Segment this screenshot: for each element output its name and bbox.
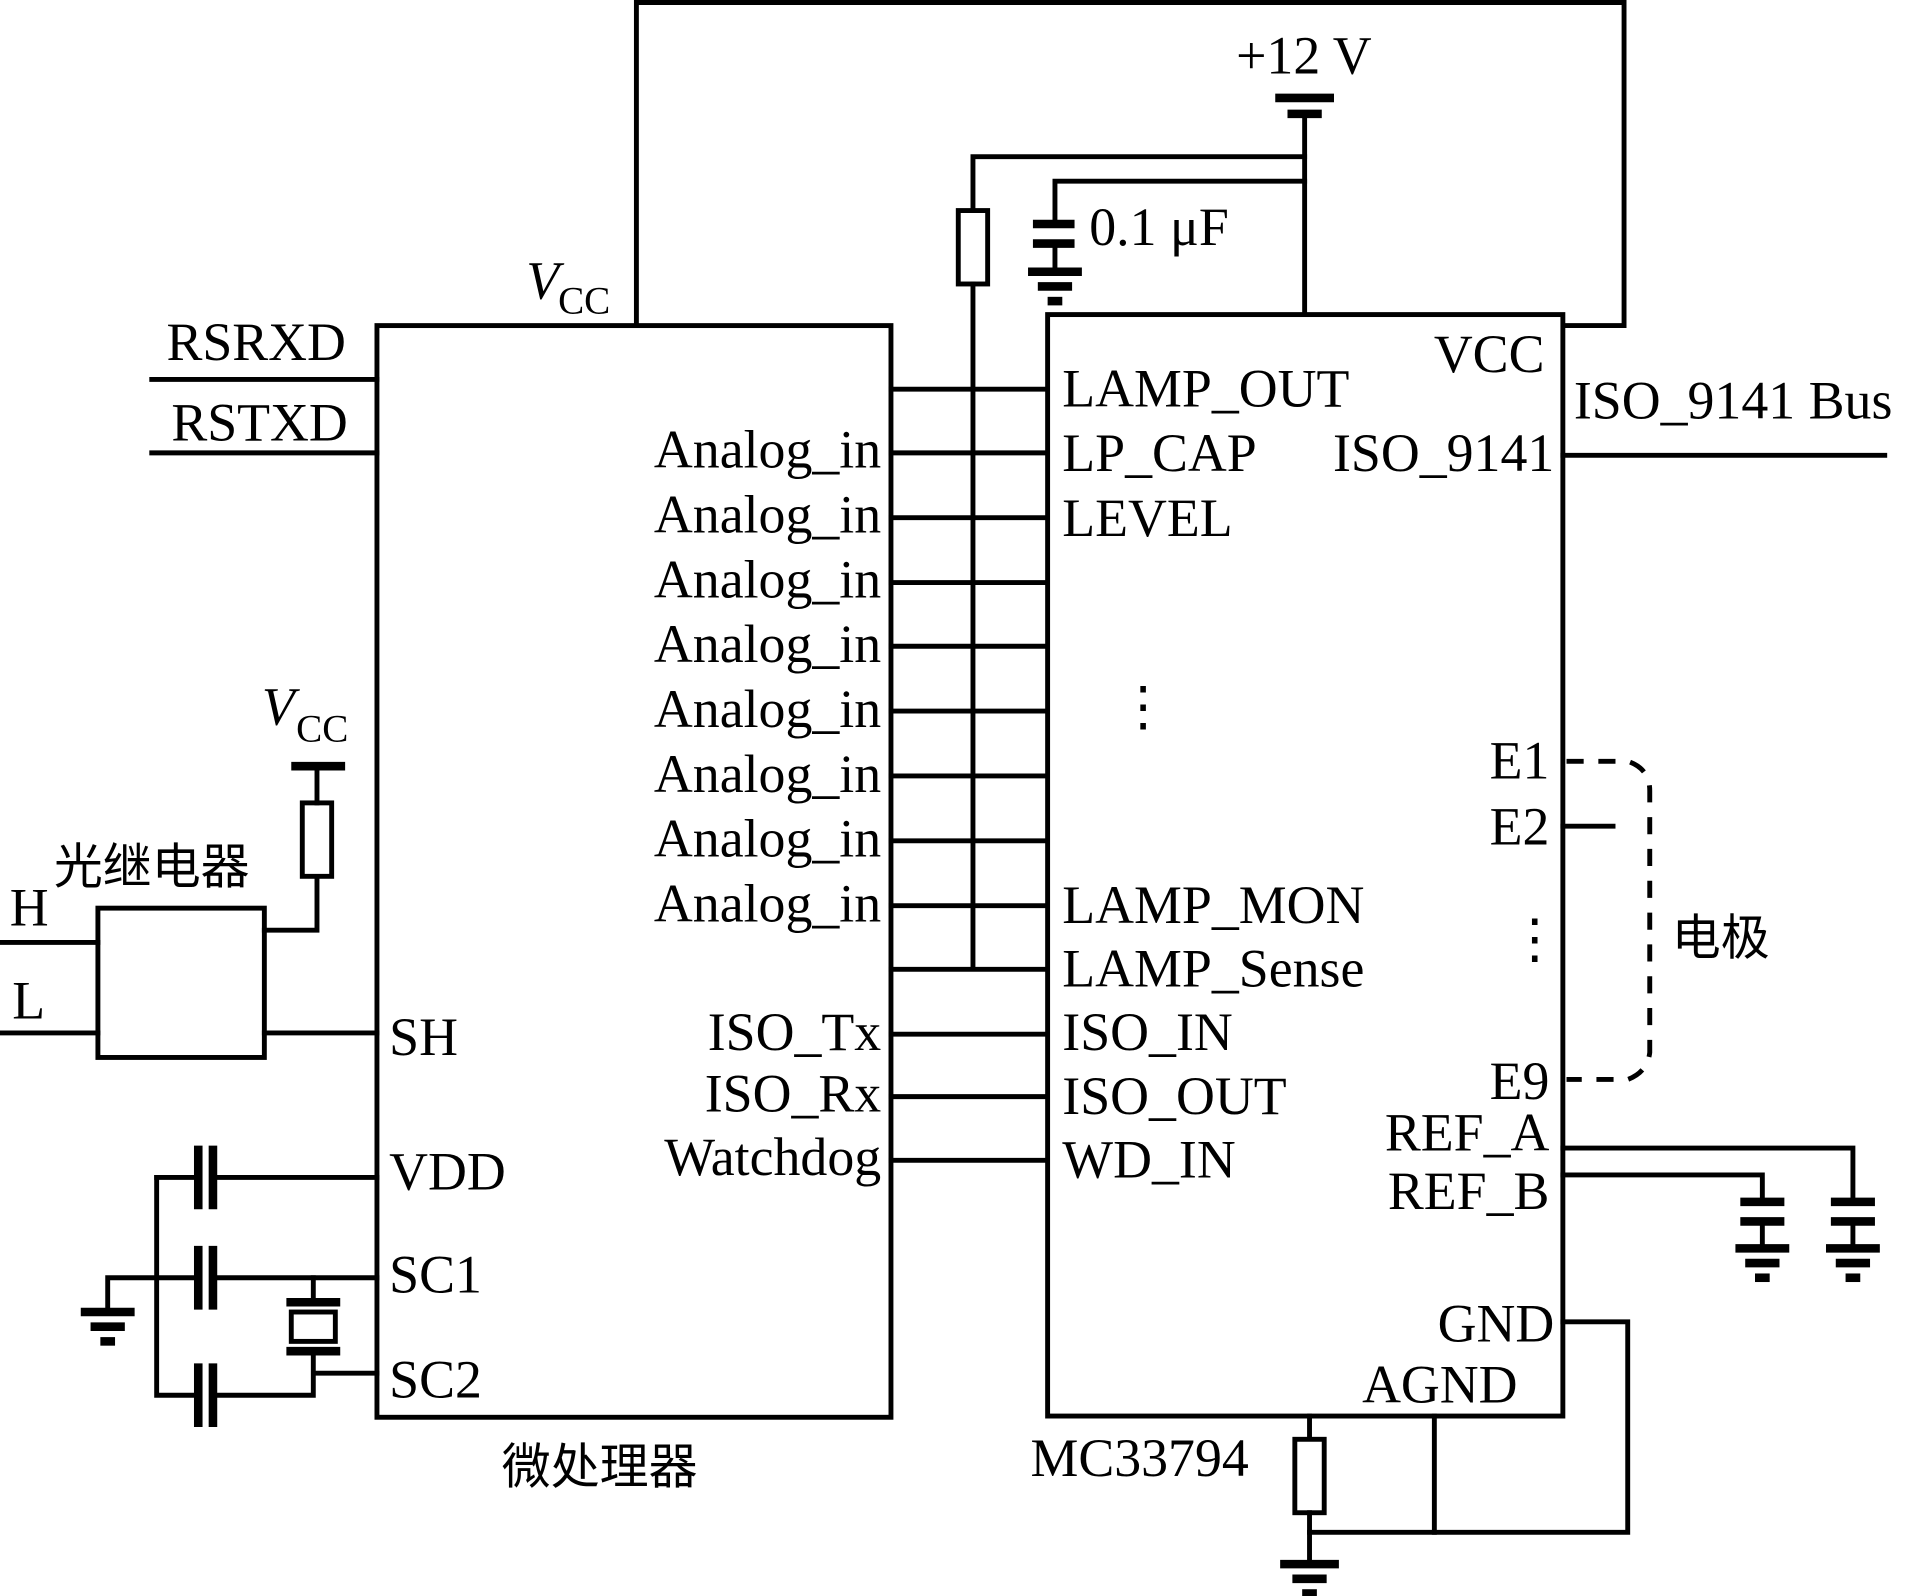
sc2-wire — [210, 1348, 380, 1398]
mcu-pin-analog-in: Analog_in — [654, 484, 881, 544]
mc33794-block — [1045, 312, 1566, 1419]
pullup-resistor — [955, 208, 991, 287]
electrode-e1-dash — [1566, 758, 1653, 1082]
ic-pin-lamp-out: LAMP_OUT — [1062, 358, 1349, 418]
ic-pin-wd-in: WD_IN — [1062, 1129, 1235, 1189]
mcu-pin-iso-rx: ISO_Rx — [705, 1063, 882, 1123]
svg-text:CC: CC — [296, 708, 348, 751]
rstxd-label: RSTXD — [171, 393, 347, 453]
mcu-ic-connections — [888, 386, 1051, 1163]
ic-pin-lamp-mon: LAMP_MON — [1062, 875, 1364, 935]
mcu-pin-iso-tx: ISO_Tx — [708, 1002, 882, 1062]
ic-pin-agnd: AGND — [1362, 1355, 1518, 1415]
ic-pin-e2: E2 — [1490, 797, 1550, 857]
relay-vcc-label: V CC — [262, 677, 349, 751]
relay-vcc-wire — [261, 873, 320, 933]
ic-pin-e1: E1 — [1490, 730, 1550, 790]
mcu-pin-analog-in: Analog_in — [654, 679, 881, 739]
svg-text:V: V — [262, 677, 301, 737]
ic-pin-ellipsis-left: ⋮ — [1116, 677, 1170, 737]
ic-pin-iso-9141: ISO_9141 — [1333, 423, 1554, 483]
relay-l-label: L — [12, 970, 45, 1030]
ic-pin-e9: E9 — [1490, 1051, 1550, 1111]
ref-a-wire — [1560, 1145, 1856, 1205]
optical-relay-label: 光继电器 — [54, 839, 250, 896]
ref-a-capacitor — [1830, 1197, 1875, 1251]
mcu-pin-vdd: VDD — [389, 1142, 506, 1202]
ic-pin-vcc: VCC — [1434, 324, 1545, 384]
ic-pin-ref-b: REF_B — [1388, 1161, 1550, 1221]
pullup-wire — [970, 154, 1308, 213]
ref-b-capacitor — [1740, 1197, 1785, 1251]
microprocessor-block — [374, 323, 894, 1420]
capacitor-label: 0.1 μF — [1089, 197, 1229, 257]
rsrxd-label: RSRXD — [166, 312, 346, 372]
ground-icon — [1825, 1244, 1880, 1283]
vdd-capacitor — [193, 1145, 218, 1210]
ic-pin-ref-a: REF_A — [1385, 1102, 1550, 1162]
relay-resistor — [299, 800, 335, 879]
ic-pin-ellipsis-right: ⋮ — [1508, 909, 1562, 969]
ref-b-wire — [1560, 1172, 1765, 1205]
ic-pin-level: LEVEL — [1062, 488, 1232, 548]
mcu-pin-analog-in: Analog_in — [654, 809, 881, 869]
vcc-loop-wire — [633, 0, 1627, 329]
mcu-right-pins: Analog_in Analog_in Analog_in Analog_in … — [654, 420, 881, 1187]
relay-h-label: H — [10, 877, 49, 937]
ic-pin-iso-in: ISO_IN — [1062, 1002, 1232, 1062]
mcu-pin-sc1: SC1 — [389, 1244, 482, 1304]
cap-wire — [1052, 178, 1308, 226]
ground-link-wire — [105, 1275, 196, 1315]
mcu-vcc-label: V CC — [526, 251, 610, 323]
mcu-pin-sc2: SC2 — [389, 1350, 482, 1410]
microprocessor-caption: 微处理器 — [502, 1438, 698, 1495]
sc1-capacitor — [193, 1245, 218, 1310]
mcu-pin-watchdog: Watchdog — [664, 1127, 881, 1187]
ic-pin-lp-cap: LP_CAP — [1062, 423, 1256, 483]
ground-icon — [1735, 1244, 1790, 1283]
crystal-icon — [286, 1297, 341, 1356]
ground-icon — [1280, 1559, 1339, 1596]
svg-text:CC: CC — [558, 279, 610, 322]
gnd-wire — [1307, 1319, 1631, 1535]
mcu-pin-analog-in: Analog_in — [654, 549, 881, 609]
mc33794-caption: MC33794 — [1030, 1428, 1248, 1488]
mcu-pin-analog-in: Analog_in — [654, 420, 881, 480]
osc-rail-wire — [154, 1174, 196, 1398]
electrode-label: 电极 — [1672, 910, 1770, 967]
ic-pin-iso-out: ISO_OUT — [1062, 1066, 1286, 1126]
supply-label: +12 V — [1236, 25, 1372, 85]
mcu-pin-analog-in: Analog_in — [654, 874, 881, 934]
iso-9141-bus-label: ISO_9141 Bus — [1574, 371, 1893, 431]
optical-relay-block — [95, 905, 267, 1060]
ic-pin-gnd: GND — [1438, 1293, 1555, 1353]
svg-text:V: V — [526, 251, 565, 311]
ground-icon — [80, 1307, 135, 1346]
mcu-pin-sh: SH — [389, 1007, 458, 1067]
mcu-pin-analog-in: Analog_in — [654, 614, 881, 674]
mcu-pin-analog-in: Analog_in — [654, 744, 881, 804]
ground-icon — [1028, 267, 1082, 306]
sense-resistor — [1292, 1436, 1327, 1516]
ic-pin-lamp-sense: LAMP_Sense — [1062, 938, 1364, 998]
sc2-capacitor — [193, 1363, 218, 1428]
